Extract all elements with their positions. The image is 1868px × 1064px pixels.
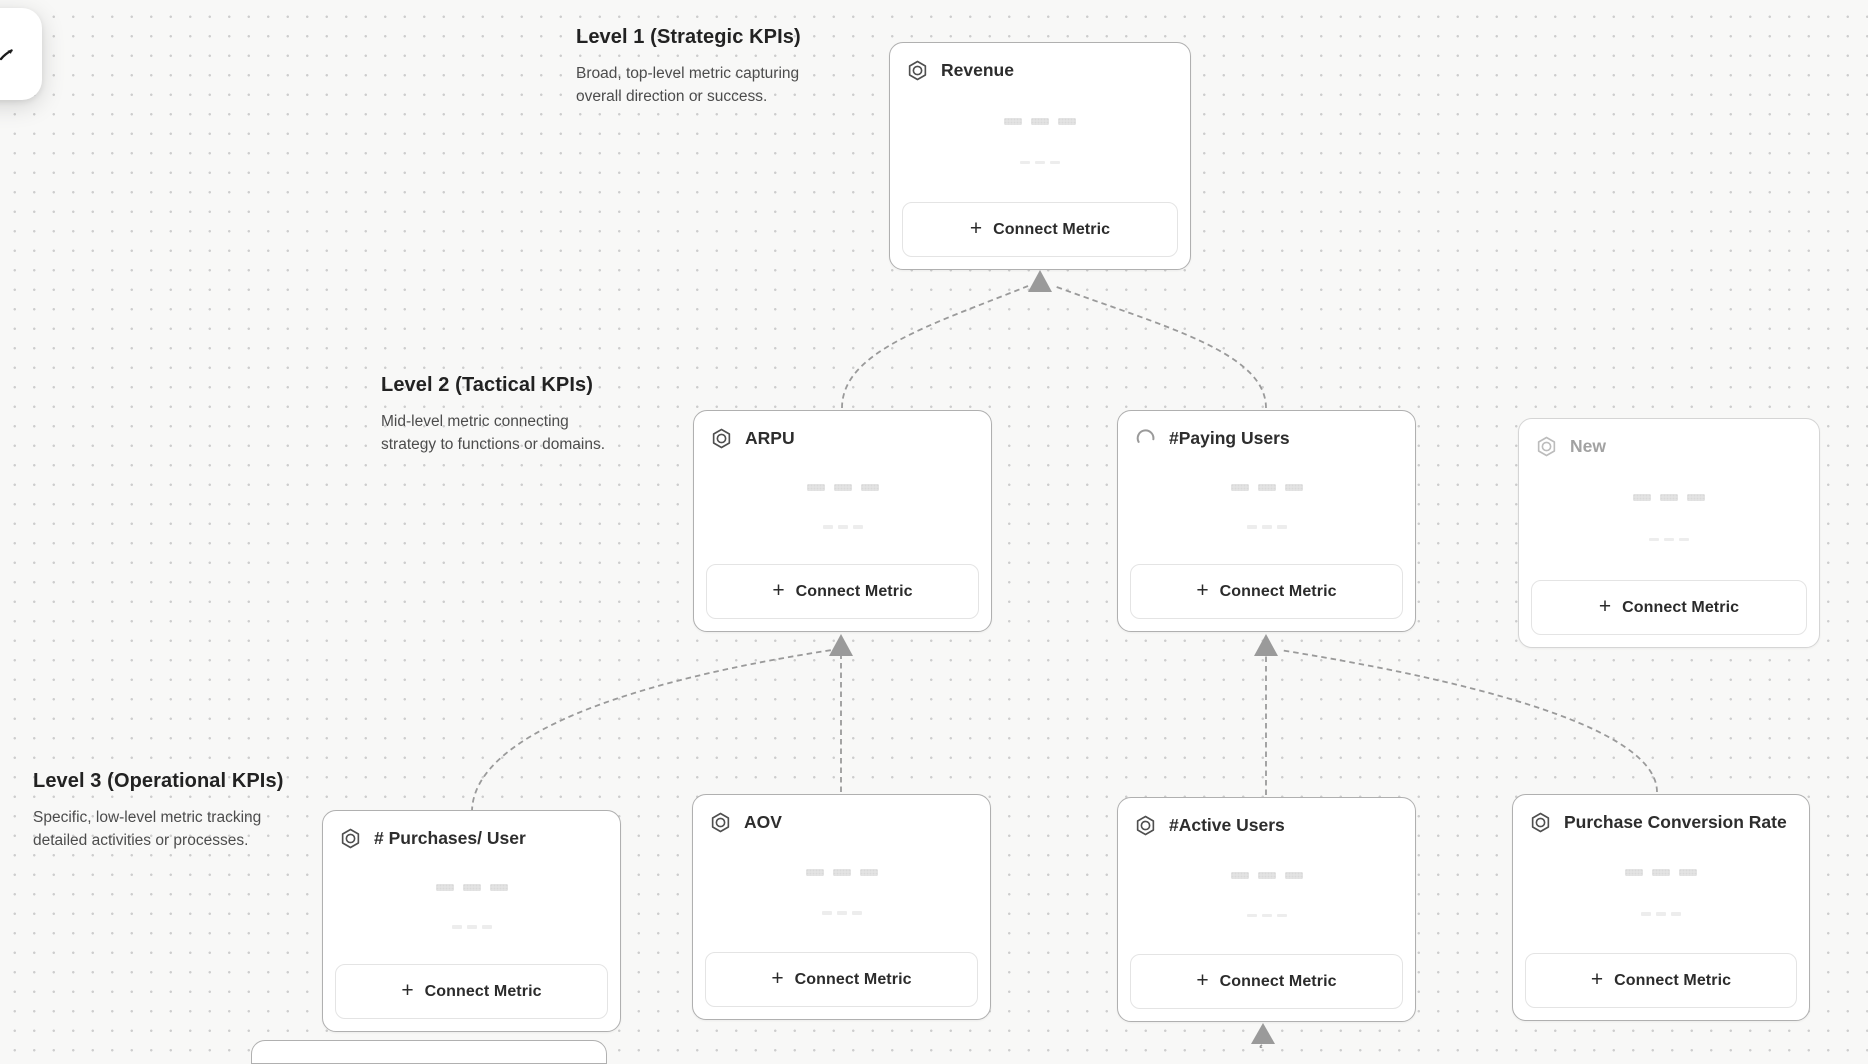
level-title: Level 2 (Tactical KPIs) <box>381 374 594 396</box>
plus-icon: + <box>1598 595 1612 618</box>
metric-card-title: #Active Users <box>1169 815 1285 835</box>
connect-metric-button[interactable]: + Connect Metric <box>705 952 978 1007</box>
arrow-into-arpu <box>829 634 853 656</box>
level-description: Broad, top-level metric capturing overal… <box>576 65 800 106</box>
plus-icon: + <box>1196 579 1209 602</box>
metric-card-title: # Purchases/ User <box>374 828 526 848</box>
level-description: Mid-level metric connecting strategy to … <box>381 413 606 454</box>
plus-icon: + <box>772 579 785 602</box>
plus-icon: + <box>401 979 414 1002</box>
metric-preview-skeleton-small <box>1118 525 1415 529</box>
connect-metric-label: Connect Metric <box>1219 582 1337 600</box>
metric-card-header: #Active Users <box>1118 798 1415 837</box>
level-heading-1: Level 1 (Strategic KPIs) Broad, top-leve… <box>576 26 801 109</box>
metric-hexagon-icon <box>339 827 362 850</box>
metric-card-aov[interactable]: AOV + Connect Metric <box>692 794 991 1020</box>
plus-icon: + <box>969 217 983 240</box>
connect-metric-button[interactable]: + Connect Metric <box>1525 953 1797 1008</box>
level-heading-2: Level 2 (Tactical KPIs) Mid-level metric… <box>381 374 605 457</box>
connect-metric-button[interactable]: + Connect Metric <box>706 564 979 619</box>
connector-conversion-rate-to-paying-users <box>1279 649 1658 793</box>
metric-card-new[interactable]: New + Connect Metric <box>1518 418 1820 648</box>
metric-card-title: New <box>1570 436 1606 456</box>
connect-metric-label: Connect Metric <box>1219 972 1337 990</box>
metric-preview-skeleton-small <box>1118 913 1415 918</box>
metric-preview-skeleton-small <box>694 525 991 529</box>
metric-card-header: AOV <box>693 795 990 834</box>
metric-preview-skeleton-small <box>1519 537 1819 542</box>
metric-card-header: # Purchases/ User <box>323 811 620 850</box>
connect-metric-button[interactable]: + Connect Metric <box>1130 954 1403 1009</box>
metric-card-purchases-per-user[interactable]: # Purchases/ User + Connect Metric <box>322 810 621 1032</box>
metric-preview-skeleton <box>323 883 620 891</box>
floating-toolbar-fragment[interactable] <box>0 8 42 100</box>
connect-metric-label: Connect Metric <box>424 982 542 1000</box>
metric-preview-skeleton-small <box>1513 912 1809 916</box>
metric-card-title: AOV <box>744 812 782 832</box>
metric-card-title: Revenue <box>941 60 1014 80</box>
metric-card-revenue[interactable]: Revenue + Connect Metric <box>889 42 1191 270</box>
metric-preview-skeleton <box>1513 869 1809 877</box>
arrow-into-paying-users <box>1254 634 1278 656</box>
metric-preview-skeleton <box>694 483 991 491</box>
metric-hexagon-icon <box>709 811 732 834</box>
metric-preview-skeleton-small <box>693 911 990 915</box>
arrow-into-active-users <box>1251 1023 1275 1044</box>
connect-metric-button[interactable]: + Connect Metric <box>335 964 608 1019</box>
connect-metric-label: Connect Metric <box>794 970 912 988</box>
metric-preview-skeleton-small <box>890 160 1190 165</box>
connector-paying-users-to-revenue <box>1053 285 1267 409</box>
metric-card-header: #Paying Users <box>1118 411 1415 450</box>
metric-card-title: Purchase Conversion Rate <box>1564 812 1787 832</box>
level-title: Level 1 (Strategic KPIs) <box>576 26 801 48</box>
metric-card-active-users[interactable]: #Active Users + Connect Metric <box>1117 797 1416 1022</box>
arrow-into-revenue <box>1028 270 1052 292</box>
connect-metric-label: Connect Metric <box>1622 598 1740 616</box>
metric-preview-skeleton <box>1118 871 1415 879</box>
metric-card-paying-users[interactable]: #Paying Users + Connect Metric <box>1117 410 1416 632</box>
partial-card-bottom[interactable] <box>251 1040 607 1064</box>
connect-metric-button[interactable]: + Connect Metric <box>1531 580 1807 635</box>
level-heading-3: Level 3 (Operational KPIs) Specific, low… <box>33 770 283 853</box>
connector-purchases-to-arpu <box>471 649 833 813</box>
metric-hexagon-icon <box>906 59 929 82</box>
metric-card-header: New <box>1519 419 1819 458</box>
metric-card-header: ARPU <box>694 411 991 450</box>
spinner-icon <box>1134 427 1157 450</box>
metric-preview-skeleton <box>1519 494 1819 502</box>
metric-card-title: #Paying Users <box>1169 428 1290 448</box>
metric-hexagon-icon <box>710 427 733 450</box>
metric-card-title: ARPU <box>745 428 795 448</box>
plus-icon: + <box>1196 969 1209 992</box>
connector-arpu-to-revenue <box>841 285 1029 409</box>
metric-hexagon-icon <box>1529 811 1552 834</box>
metric-hexagon-icon <box>1134 814 1157 837</box>
cursor-icon <box>0 46 16 67</box>
connect-metric-button[interactable]: + Connect Metric <box>1130 564 1403 619</box>
metric-hexagon-icon <box>1535 435 1558 458</box>
connect-metric-label: Connect Metric <box>993 220 1111 238</box>
metric-card-purchase-conversion-rate[interactable]: Purchase Conversion Rate + Connect Metri… <box>1512 794 1810 1021</box>
level-description: Specific, low-level metric tracking deta… <box>33 809 262 850</box>
metric-card-header: Revenue <box>890 43 1190 82</box>
metric-preview-skeleton <box>890 117 1190 125</box>
metric-preview-skeleton-small <box>323 925 620 929</box>
metric-preview-skeleton <box>1118 483 1415 491</box>
metric-preview-skeleton <box>693 868 990 876</box>
connect-metric-label: Connect Metric <box>1614 971 1732 989</box>
metric-card-header: Purchase Conversion Rate <box>1513 795 1809 834</box>
level-title: Level 3 (Operational KPIs) <box>33 770 284 792</box>
connect-metric-label: Connect Metric <box>795 582 913 600</box>
plus-icon: + <box>771 967 784 990</box>
plus-icon: + <box>1590 968 1604 991</box>
connect-metric-button[interactable]: + Connect Metric <box>902 202 1178 257</box>
metric-card-arpu[interactable]: ARPU + Connect Metric <box>693 410 992 632</box>
